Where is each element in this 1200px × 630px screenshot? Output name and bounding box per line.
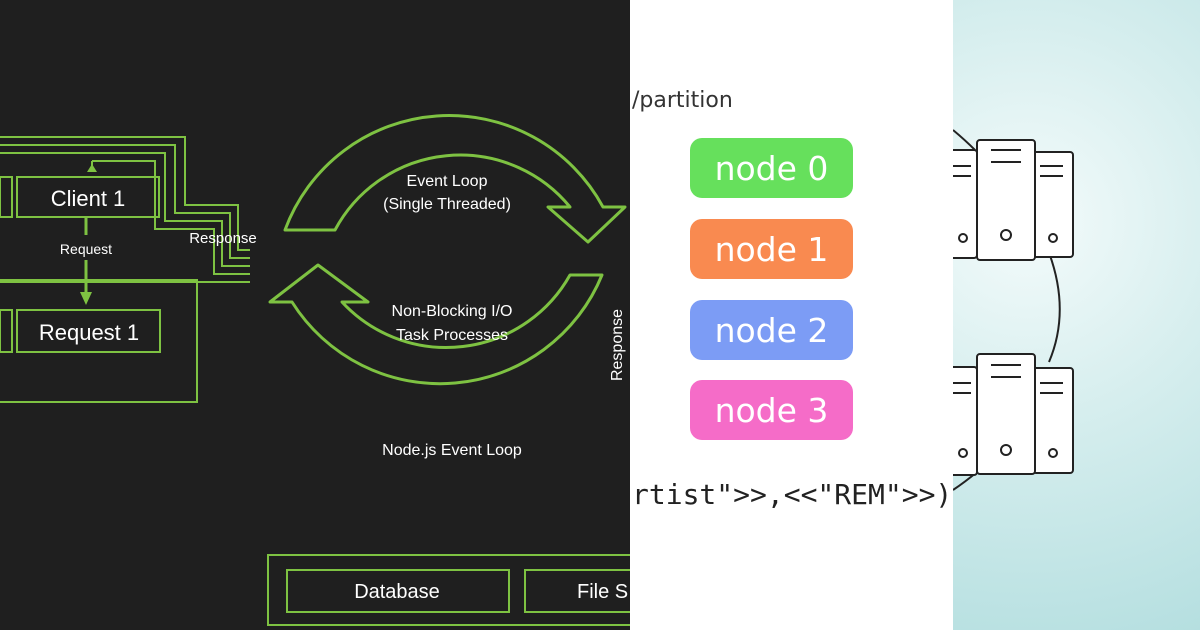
partial-request-box — [0, 309, 13, 353]
cluster-connector — [1047, 249, 1061, 363]
filesystem-box — [524, 569, 630, 613]
server-cluster-icon — [953, 129, 1074, 491]
client-label: Client 1 — [51, 186, 126, 211]
nodejs-event-loop-panel: Client 1 Request Response Request 1 Even… — [0, 114, 630, 626]
nonblocking-label: Non-Blocking I/O — [392, 303, 513, 320]
diagram-caption: Node.js Event Loop — [382, 442, 522, 459]
resources-box — [267, 554, 630, 626]
server-group-bottom — [953, 353, 1074, 476]
event-loop-label: Event Loop — [407, 173, 488, 190]
partition-path-text: /partition — [632, 88, 733, 113]
response-arrowhead — [87, 164, 97, 172]
node-3-pill: node 3 — [690, 380, 853, 440]
response-label: Response — [189, 230, 257, 247]
request-box-label: Request 1 — [39, 320, 139, 345]
server-cluster-panel — [953, 0, 1200, 630]
cluster-connector-top — [953, 129, 976, 151]
response-lines — [0, 136, 250, 283]
request-arrow-label: Request — [60, 241, 112, 257]
node-2-pill: node 2 — [690, 300, 853, 360]
request-queue-box — [0, 279, 198, 403]
vertical-response-label: Response — [609, 309, 626, 381]
server-bottom-center — [976, 353, 1036, 475]
database-box — [286, 569, 510, 613]
server-top-center — [976, 139, 1036, 261]
node-1-pill: node 1 — [690, 219, 853, 279]
task-processes-label: Task Processes — [396, 327, 508, 344]
partial-client-box — [0, 176, 13, 218]
request-arrowhead — [80, 292, 92, 305]
event-loop-diagram: Client 1 Request Response Request 1 Even… — [0, 114, 630, 626]
database-label: Database — [354, 581, 440, 603]
client-box — [16, 176, 160, 218]
request-box — [16, 309, 161, 353]
node-0-pill: node 0 — [690, 138, 853, 198]
event-loop-sublabel: (Single Threaded) — [383, 196, 511, 213]
partition-code-text: rtist">>,<<"REM">>) — [632, 478, 953, 511]
event-loop-arrows — [268, 114, 627, 386]
server-group-top — [953, 139, 1074, 261]
partition-panel: /partition node 0 node 1 node 2 node 3 r… — [630, 0, 953, 630]
filesystem-label: File S — [577, 581, 628, 603]
